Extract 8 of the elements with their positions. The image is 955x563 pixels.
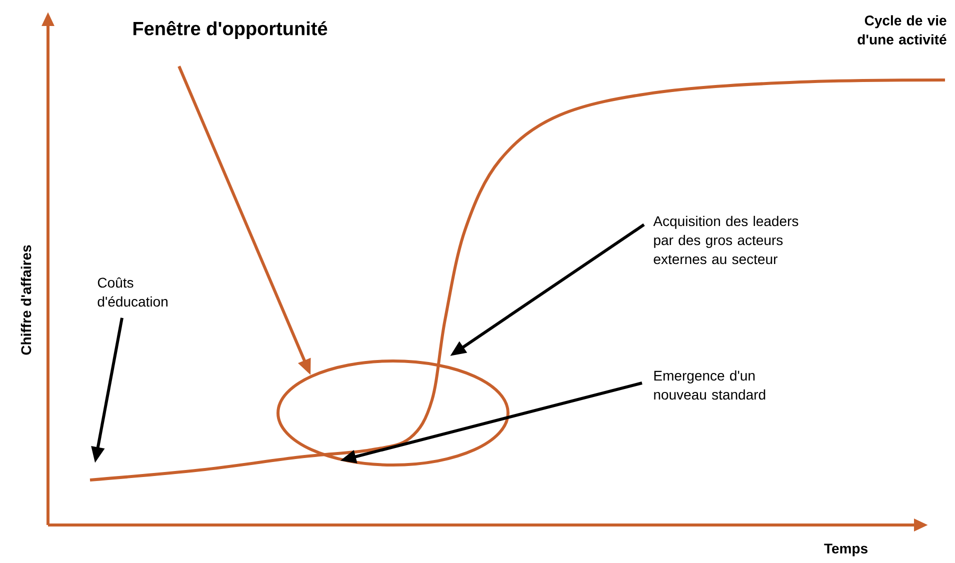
curve-label: Cycle de vie d'une activité [858,15,946,44]
callout-text: Emergence d'un nouveau standard [654,370,766,400]
callout-text: Fenêtre d'opportunité [134,20,328,40]
axis-label: Chiffre d'affaires [20,245,32,355]
highlight-ellipse [276,360,510,466]
callout-text: Coûts d'éducation [98,277,168,307]
axis-label: Temps [824,544,868,556]
callout-text: Acquisition des leaders par des gros acteurs externes au secteur [653,216,798,264]
